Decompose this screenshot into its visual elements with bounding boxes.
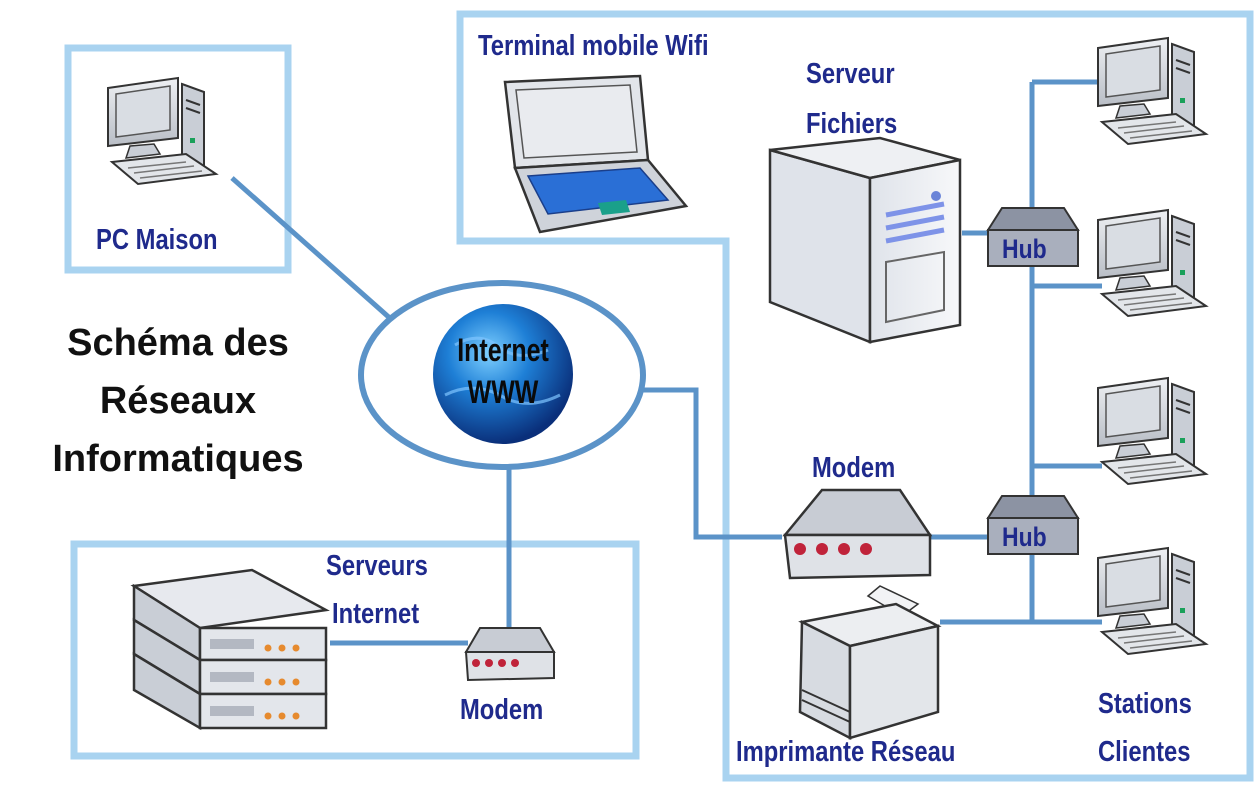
station-client-1-icon xyxy=(1097,37,1207,145)
hub-top-icon xyxy=(986,207,1080,267)
label-www: WWW xyxy=(467,374,539,410)
network-links xyxy=(230,79,1102,646)
label-modem-right: Modem xyxy=(812,452,896,484)
label-modem-left: Modem xyxy=(460,694,544,726)
internet-servers-icon xyxy=(130,568,330,731)
file-server-icon xyxy=(768,136,962,344)
frame-serveurs-internet xyxy=(70,540,640,760)
pc-maison-computer-icon xyxy=(107,77,217,185)
modem-left-icon xyxy=(464,627,556,682)
label-hub-bottom: Hub xyxy=(1002,522,1047,552)
title-line-1: Schéma des xyxy=(67,322,289,364)
station-client-4-icon xyxy=(1097,547,1207,655)
label-stations: Stations xyxy=(1098,688,1192,720)
frame-pc-maison xyxy=(64,44,292,274)
title-line-2: Réseaux xyxy=(99,380,257,422)
label-fichiers: Fichiers xyxy=(806,108,898,140)
laptop-icon xyxy=(503,74,689,234)
label-imprimante: Imprimante Réseau xyxy=(736,736,956,768)
label-pc-maison: PC Maison xyxy=(96,224,218,256)
label-clientes: Clientes xyxy=(1098,736,1191,768)
title-line-3: Informatiques xyxy=(52,438,304,480)
label-internet-globe: Internet xyxy=(457,332,549,368)
label-hub-top: Hub xyxy=(1002,234,1047,264)
label-serveurs: Serveurs xyxy=(326,550,428,582)
hub-bottom-icon xyxy=(986,495,1080,555)
label-terminal-mobile: Terminal mobile Wifi xyxy=(478,30,709,62)
frame-local-network xyxy=(456,10,1254,782)
printer-icon xyxy=(798,585,942,741)
diagram-title: Schéma des Réseaux Informatiques xyxy=(28,314,328,488)
label-serveur: Serveur xyxy=(806,58,895,90)
modem-right-icon xyxy=(782,488,933,580)
station-client-2-icon xyxy=(1097,209,1207,317)
label-internet: Internet xyxy=(332,598,420,630)
station-client-3-icon xyxy=(1097,377,1207,485)
